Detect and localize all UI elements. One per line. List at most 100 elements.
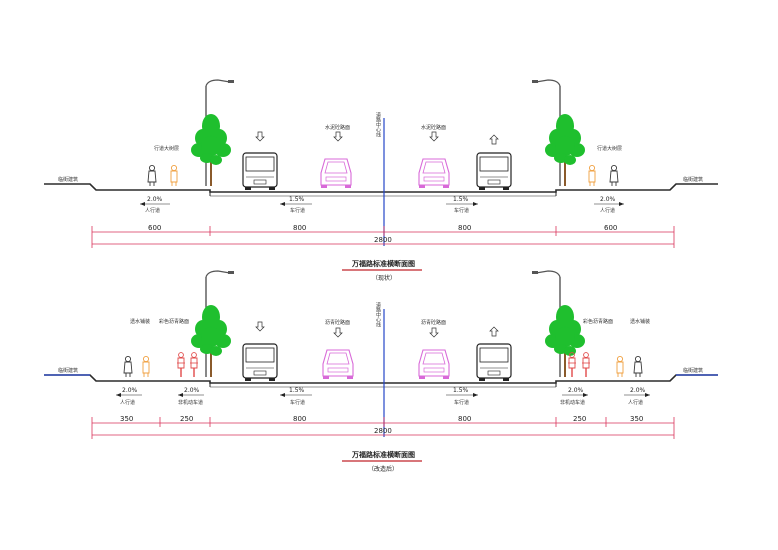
- section-current: 道路中心线 临街建筑 临街建筑 行道大树层 水泥砼路面 水泥砼路面 行道大树层 …: [44, 79, 718, 282]
- svg-text:车行道: 车行道: [290, 207, 305, 214]
- pedestrian-icon: [170, 164, 178, 187]
- section-renovated: 道路中心线 临街建筑 临街建筑 透水铺装 彩色沥青路面 沥青砼路面 沥青砼路面 …: [44, 270, 718, 473]
- right-lane-label: 水泥砼路面: [421, 124, 446, 131]
- dimension-line: [91, 226, 675, 248]
- direction-down-icon: [429, 327, 439, 338]
- total-width: 2800: [374, 236, 392, 244]
- section-subtitle: （现状）: [372, 274, 396, 282]
- svg-text:车行道: 车行道: [454, 399, 469, 406]
- tree-icon: [544, 113, 586, 187]
- width-value: 600: [604, 224, 617, 232]
- svg-text:2.0%: 2.0%: [184, 387, 200, 394]
- svg-text:2.0%: 2.0%: [630, 387, 646, 394]
- ground-profile: [44, 183, 718, 193]
- pedestrian-icon: [588, 164, 596, 187]
- direction-down-icon: [333, 327, 343, 338]
- svg-text:人行道: 人行道: [600, 207, 615, 214]
- direction-up-icon: [489, 134, 499, 145]
- car-icon: [418, 158, 450, 189]
- bus-icon: [476, 343, 512, 382]
- slope-marker: 2.0% 非机动车道: [178, 387, 204, 406]
- direction-down-icon: [429, 131, 439, 142]
- direction-down-icon: [255, 321, 265, 332]
- building-label-left: 临街建筑: [58, 176, 78, 183]
- pedestrian-icon: [616, 355, 624, 378]
- tree-icon: [544, 304, 586, 378]
- pedestrian-icon: [633, 355, 643, 378]
- svg-text:2.0%: 2.0%: [568, 387, 584, 394]
- slope-marker: 2.0% 人行道: [116, 387, 142, 406]
- svg-text:车行道: 车行道: [290, 399, 305, 406]
- pedestrian-icon: [123, 355, 133, 378]
- slope-marker: 1.5% 车行道: [446, 387, 478, 406]
- direction-down-icon: [255, 131, 265, 142]
- left-bike-label: 彩色沥青路面: [159, 318, 189, 325]
- right-tree-label: 行道大树层: [597, 145, 622, 152]
- svg-text:1.5%: 1.5%: [289, 387, 305, 394]
- car-icon: [418, 349, 450, 380]
- svg-text:人行道: 人行道: [145, 207, 160, 214]
- total-width: 2800: [374, 427, 392, 435]
- building-label-left: 临街建筑: [58, 367, 78, 374]
- car-icon: [322, 349, 354, 380]
- tree-icon: [190, 113, 232, 187]
- slope-marker: 1.5% 车行道: [280, 387, 312, 406]
- cyclist-icon: [581, 351, 591, 378]
- left-tree-label: 行道大树层: [154, 145, 179, 152]
- svg-text:1.5%: 1.5%: [289, 196, 305, 203]
- ground-profile: [44, 374, 718, 384]
- slope-marker: 2.0% 非机动车道: [560, 387, 588, 406]
- width-value: 250: [573, 415, 586, 423]
- direction-up-icon: [489, 326, 499, 337]
- svg-text:非机动车道: 非机动车道: [560, 399, 585, 406]
- cyclist-icon: [176, 351, 186, 378]
- pedestrian-icon: [147, 164, 157, 187]
- cyclist-icon: [567, 351, 577, 378]
- width-value: 350: [120, 415, 133, 423]
- slope-marker: 1.5% 车行道: [446, 196, 478, 214]
- dimension-line: [91, 417, 675, 439]
- pedestrian-icon: [142, 355, 150, 378]
- slope-marker: 2.0% 人行道: [594, 196, 624, 214]
- pedestrian-icon: [609, 164, 619, 187]
- right-bike-label: 彩色沥青路面: [583, 318, 613, 325]
- right-outer-label: 透水铺装: [630, 318, 650, 325]
- building-label-right: 临街建筑: [683, 367, 703, 374]
- slope-marker: 2.0% 人行道: [624, 387, 650, 406]
- center-label: 道路中心线: [375, 301, 381, 327]
- svg-text:人行道: 人行道: [120, 399, 135, 406]
- slope-marker: 2.0% 人行道: [140, 196, 170, 214]
- slope-marker: 1.5% 车行道: [280, 196, 312, 214]
- width-value: 250: [180, 415, 193, 423]
- cyclist-icon: [189, 351, 199, 378]
- left-lane-label: 水泥砼路面: [325, 124, 350, 131]
- left-lane-label: 沥青砼路面: [325, 319, 350, 326]
- svg-text:2.0%: 2.0%: [600, 196, 616, 203]
- width-value: 800: [458, 224, 471, 232]
- bus-icon: [242, 152, 278, 191]
- section-subtitle: （改造后）: [368, 465, 398, 473]
- right-lane-label: 沥青砼路面: [421, 319, 446, 326]
- left-outer-label: 透水铺装: [130, 318, 150, 325]
- width-value: 600: [148, 224, 161, 232]
- svg-text:非机动车道: 非机动车道: [178, 399, 203, 406]
- width-value: 800: [293, 224, 306, 232]
- svg-text:1.5%: 1.5%: [453, 196, 469, 203]
- width-value: 350: [630, 415, 643, 423]
- svg-text:车行道: 车行道: [454, 207, 469, 214]
- direction-down-icon: [333, 131, 343, 142]
- section-title: 万福路标准横断面图: [351, 450, 415, 459]
- width-value: 800: [458, 415, 471, 423]
- center-label: 道路中心线: [375, 111, 381, 137]
- svg-text:1.5%: 1.5%: [453, 387, 469, 394]
- svg-text:2.0%: 2.0%: [122, 387, 138, 394]
- bus-icon: [476, 152, 512, 191]
- svg-text:人行道: 人行道: [628, 399, 643, 406]
- svg-text:2.0%: 2.0%: [147, 196, 163, 203]
- width-value: 800: [293, 415, 306, 423]
- building-label-right: 临街建筑: [683, 176, 703, 183]
- section-title: 万福路标准横断面图: [351, 259, 415, 268]
- car-icon: [320, 158, 352, 189]
- bus-icon: [242, 343, 278, 382]
